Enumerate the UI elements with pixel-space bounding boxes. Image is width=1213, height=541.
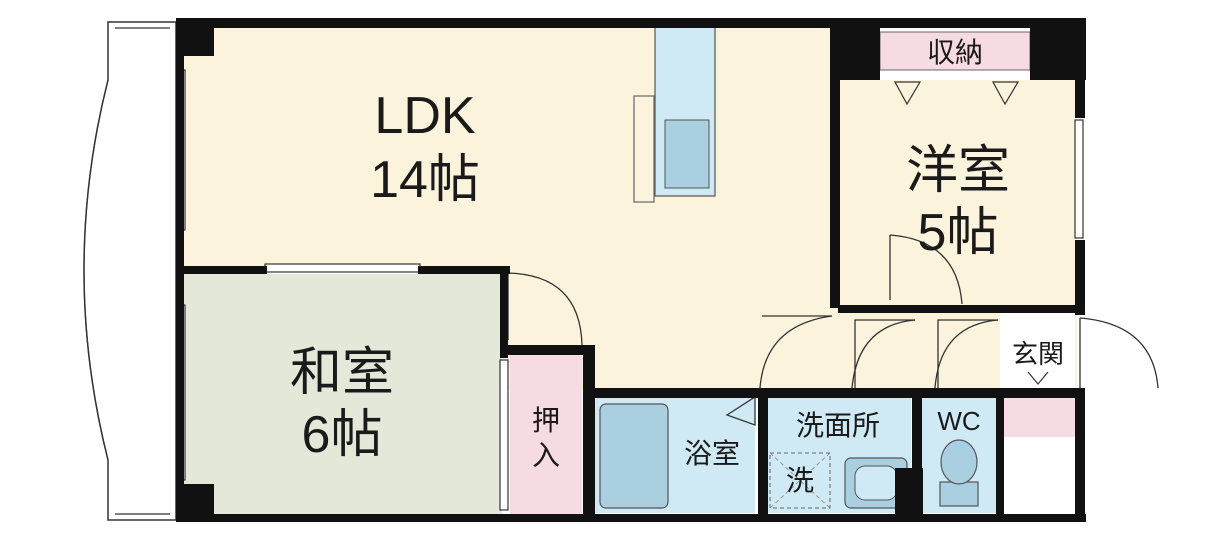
bathtub: [599, 403, 669, 509]
ldk-floor: [182, 26, 832, 271]
japanese-room-floor: [182, 274, 502, 516]
toilet: [939, 439, 979, 507]
bath-label: 浴室: [684, 438, 740, 469]
wc-label: WC: [937, 406, 980, 436]
oshiire: [510, 354, 582, 514]
entrance-arrow: [1027, 371, 1049, 385]
western-room-name: 洋室: [906, 142, 1010, 200]
washroom-label: 洗面所: [796, 410, 880, 441]
closet-door-marks: [893, 81, 1020, 106]
ldk-name: LDK: [374, 87, 475, 145]
room-labels: LDK 14帖 洋室 5帖 和室 6帖 収納 押 入 浴室 洗面所 洗 WC 玄…: [290, 37, 1064, 496]
japanese-room-size: 6帖: [302, 406, 383, 464]
walls: [176, 18, 1086, 522]
western-room-floor: [838, 80, 1075, 308]
oshiire-label-1: 押: [532, 405, 560, 436]
western-room-size: 5帖: [918, 204, 999, 262]
closet-top: [879, 31, 1031, 71]
japanese-room-name: 和室: [290, 344, 394, 402]
entrance-floor: [1000, 312, 1075, 394]
entrance-label: 玄関: [1012, 339, 1064, 369]
kitchen-counter: [633, 25, 716, 203]
oshiire-label-2: 入: [532, 440, 560, 471]
washer-pan: [769, 452, 831, 509]
washbasin: [844, 457, 908, 509]
balcony: [83, 21, 177, 521]
ldk-size: 14帖: [370, 151, 480, 209]
closet-label: 収納: [927, 37, 983, 68]
washer-label: 洗: [786, 465, 814, 496]
entrance-shoe-area: [1003, 397, 1075, 437]
